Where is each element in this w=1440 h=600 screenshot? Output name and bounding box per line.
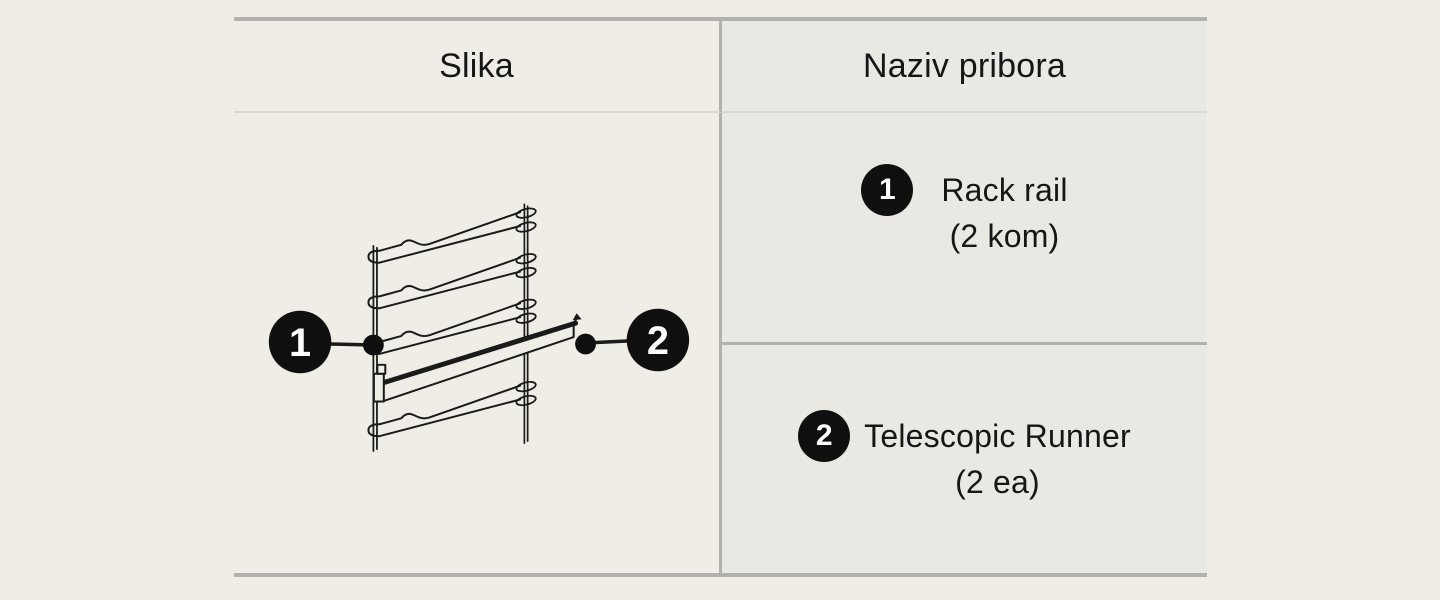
rack-rail-drawing [367,211,522,438]
column-header-naziv-pribora: Naziv pribora [722,21,1207,113]
column-header-slika-label: Slika [439,46,514,85]
item-2-name: Telescopic Runner [864,418,1131,454]
telescopic-runner-drawing [372,313,582,403]
accessory-item-1: 1 Rack rail (2 kom) [861,163,1067,259]
callout-2: 2 [575,308,690,372]
table-row-rack-rail: 1 Rack rail (2 kom) [722,113,1207,345]
item-1-name: Rack rail [941,171,1068,208]
column-header-slika: Slika [234,21,722,113]
item-1-text: Rack rail (2 kom) [941,167,1067,259]
table-row-telescopic-runner: 2 Telescopic Runner (2 ea) [722,345,1207,573]
item-2-quantity: (2 ea) [955,464,1040,500]
callout-1-badge [268,310,332,374]
rack-wire-rings [515,207,537,407]
accessory-diagram-cell: 1 2 [234,113,722,573]
accessories-table: Slika Naziv pribora [234,17,1207,577]
item-1-badge: 1 [861,163,914,216]
callout-2-badge [626,308,690,372]
callout-2-label: 2 [647,319,669,363]
item-2-badge: 2 [798,410,851,462]
rack-diagram: 1 2 [268,203,690,452]
item-1-quantity: (2 kom) [949,217,1060,254]
rack-right-wire [523,203,529,444]
callout-1-dot [362,334,384,356]
runner-latch-tip [572,313,582,321]
accessory-item-2: 2 Telescopic Runner (2 ea) [798,410,1131,505]
callout-1: 1 [268,310,384,374]
callout-1-label: 1 [289,321,311,365]
column-header-naziv-pribora-label: Naziv pribora [863,46,1066,85]
item-2-text: Telescopic Runner (2 ea) [864,413,1131,505]
callout-2-dot [575,333,596,355]
